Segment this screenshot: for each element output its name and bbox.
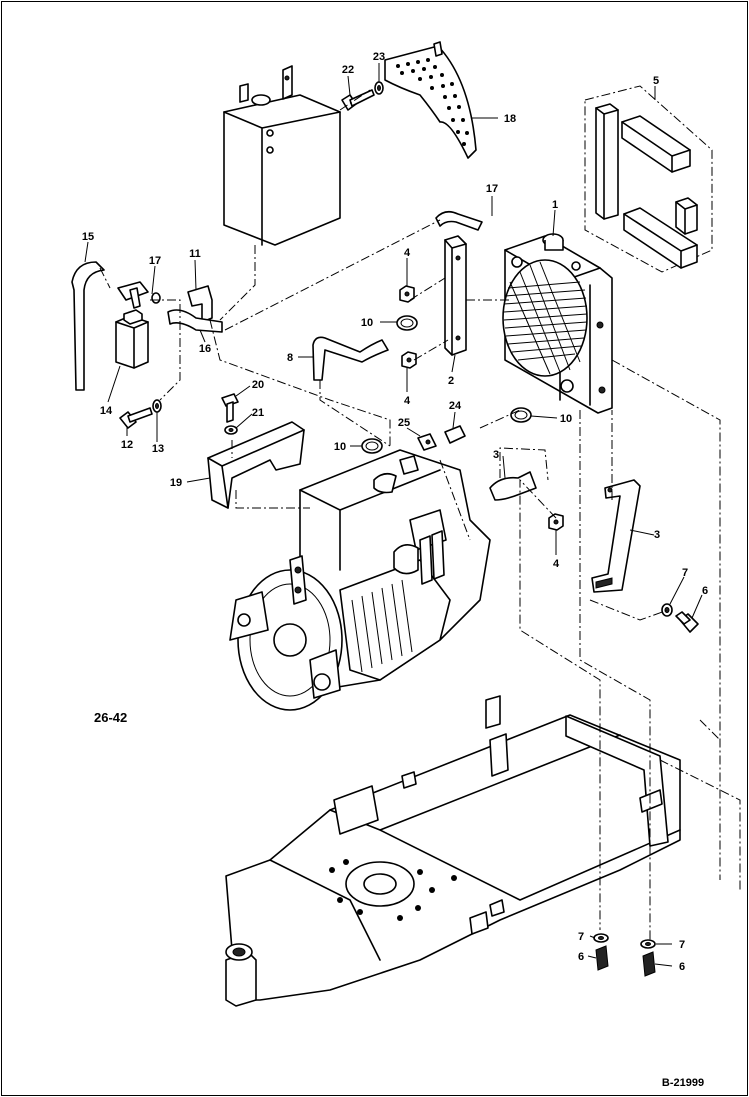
coolant-reservoir-tank — [223, 65, 341, 246]
callout-17-left: 17 — [149, 255, 161, 267]
callout-8: 8 — [287, 352, 293, 364]
callout-4-upper: 4 — [404, 247, 411, 259]
bolt-6-mid — [675, 611, 699, 633]
callout-10-right: 10 — [560, 413, 572, 425]
engine-assembly — [229, 449, 491, 711]
hose-8 — [312, 336, 389, 381]
callout-1: 1 — [552, 199, 558, 211]
figure-reference: 26-42 — [94, 710, 127, 725]
callout-25: 25 — [398, 417, 410, 429]
bolt-20 — [221, 393, 239, 423]
tee-fitting-17-left — [117, 281, 161, 309]
kit-box-5 — [584, 85, 713, 273]
callout-19: 19 — [170, 477, 182, 489]
callout-14: 14 — [100, 405, 113, 417]
clamp-10-upper — [396, 315, 418, 331]
nut-4-middle — [401, 351, 417, 369]
radiator-hose-upper — [435, 210, 483, 231]
washer-23 — [374, 81, 384, 95]
bolt-12 — [119, 407, 153, 429]
callout-22: 22 — [342, 64, 354, 76]
callout-7-mid: 7 — [682, 567, 688, 579]
callout-7-right: 7 — [679, 939, 685, 951]
drawing-number: B-21999 — [662, 1077, 704, 1089]
washer-13 — [152, 399, 162, 413]
nut-4-lower — [548, 513, 564, 531]
perforated-shield — [384, 41, 477, 159]
hose-15 — [71, 261, 105, 391]
callout-16: 16 — [199, 343, 211, 355]
callout-4-middle: 4 — [404, 395, 411, 407]
clamp-10-right — [510, 407, 532, 423]
bolt-6-left — [595, 945, 609, 971]
callout-24: 24 — [449, 400, 462, 412]
callout-17-top: 17 — [486, 183, 498, 195]
callout-5: 5 — [653, 75, 659, 87]
callout-12: 12 — [121, 439, 133, 451]
machine-frame — [225, 695, 681, 1007]
radiator — [502, 233, 613, 414]
callout-23: 23 — [373, 51, 385, 63]
callout-6-mid: 6 — [702, 585, 708, 597]
callout-15: 15 — [82, 231, 94, 243]
bolt-22 — [341, 89, 375, 111]
nut-4-upper — [399, 285, 415, 303]
washer-7-right — [640, 939, 656, 949]
cover-19 — [207, 421, 305, 509]
callout-numbers: 1 2 3 3 4 4 4 5 6 6 6 7 7 7 8 10 10 10 1… — [82, 51, 708, 973]
callout-20: 20 — [252, 379, 264, 391]
callout-3-bracket: 3 — [654, 529, 660, 541]
callout-4-lower: 4 — [553, 558, 560, 570]
hose-9 — [489, 471, 537, 501]
washer-7-left — [593, 933, 609, 943]
clamp-10-left — [361, 438, 383, 454]
callout-7-left: 7 — [578, 931, 584, 943]
callout-2: 2 — [448, 375, 454, 387]
callout-11: 11 — [189, 248, 201, 260]
bottle-14 — [115, 309, 149, 369]
callout-6-right: 6 — [679, 961, 685, 973]
callout-10-upper: 10 — [361, 317, 373, 329]
leader-lines — [84, 63, 703, 967]
bolt-6-right — [642, 951, 656, 977]
bracket-3 — [591, 479, 641, 593]
bracket-2 — [444, 235, 467, 356]
hose-16 — [167, 309, 223, 333]
assembly-lines — [99, 89, 741, 940]
callout-3-hose: 3 — [493, 449, 499, 461]
fitting-24 — [444, 425, 466, 444]
clamp-25 — [417, 433, 437, 451]
callout-10-left: 10 — [334, 441, 346, 453]
washer-7-mid — [661, 603, 673, 617]
washer-21 — [224, 425, 238, 435]
callout-6-left: 6 — [578, 951, 584, 963]
callout-21: 21 — [252, 407, 264, 419]
callout-18: 18 — [504, 113, 516, 125]
callout-13: 13 — [152, 443, 164, 455]
